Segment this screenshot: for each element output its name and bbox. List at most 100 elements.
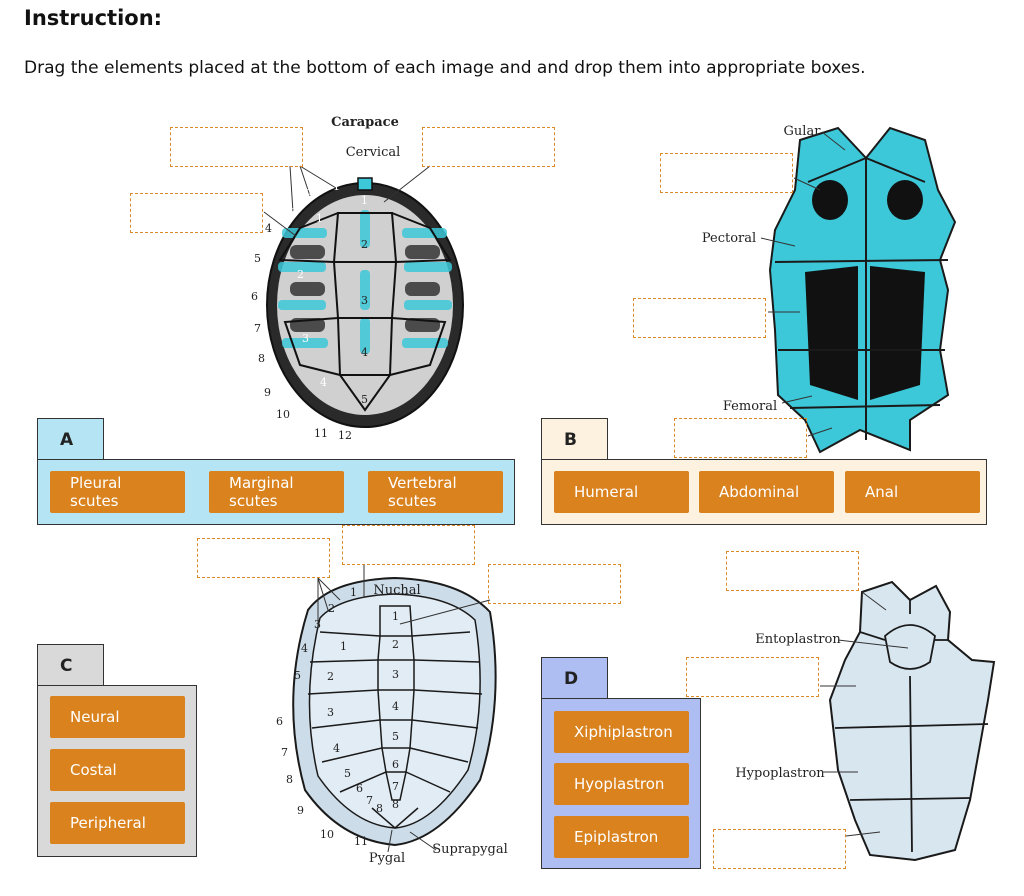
- peripheral-num: 3: [314, 618, 321, 631]
- chip-abdominal[interactable]: Abdominal: [699, 471, 834, 513]
- costal-num: 8: [376, 802, 383, 815]
- panel-d-tab: D: [541, 657, 608, 699]
- pleural-num: 1: [316, 212, 323, 225]
- chip-xiphiplastron[interactable]: Xiphiplastron: [554, 711, 689, 753]
- costal-num: 1: [340, 640, 347, 653]
- drop-box-b1[interactable]: [660, 153, 793, 193]
- peripheral-num: 2: [328, 602, 335, 615]
- chip-text: Pleural: [70, 474, 122, 492]
- marginal-num: 6: [251, 290, 258, 303]
- vertebral-num: 1: [361, 194, 368, 207]
- peripheral-num: 7: [281, 746, 288, 759]
- marginal-num: 1: [333, 180, 340, 193]
- drop-box-d3[interactable]: [713, 829, 846, 869]
- drop-box-b2[interactable]: [633, 298, 766, 338]
- panel-a-tab: A: [37, 418, 104, 460]
- peripheral-num: 1: [350, 586, 357, 599]
- chip-epiplastron[interactable]: Epiplastron: [554, 816, 689, 858]
- peripheral-num: 11: [354, 835, 368, 848]
- vertebral-num: 4: [361, 346, 368, 359]
- vertebral-num: 3: [361, 294, 368, 307]
- peripheral-num: 5: [294, 669, 301, 682]
- carapace-title: Carapace: [331, 115, 399, 130]
- marginal-num: 7: [254, 322, 261, 335]
- chip-humeral[interactable]: Humeral: [554, 471, 689, 513]
- costal-num: 7: [366, 794, 373, 807]
- drop-box-a2[interactable]: [130, 193, 263, 233]
- drop-box-c2[interactable]: [342, 525, 475, 565]
- neural-num: 1: [392, 610, 399, 623]
- peripheral-num: 10: [320, 828, 334, 841]
- panel-c: Neural Costal Peripheral: [37, 685, 197, 857]
- marginal-num: 4: [265, 222, 272, 235]
- neural-num: 3: [392, 668, 399, 681]
- panel-b: Humeral Abdominal Anal: [541, 459, 987, 525]
- diagram-c-carapace-bones: Nuchal Pygal Suprapygal 1 2 3 4 5 6 7 8 …: [276, 565, 508, 866]
- costal-num: 2: [327, 670, 334, 683]
- diagram-d-plastron-bones: Entoplastron Hypoplastron: [735, 580, 996, 862]
- chip-text: scutes: [70, 492, 119, 510]
- gular-label: Gular: [784, 124, 822, 139]
- chip-peripheral[interactable]: Peripheral: [50, 802, 185, 844]
- diagram-b-plastron: Gular Pectoral Femoral: [702, 124, 957, 454]
- chip-text: Marginal: [229, 474, 294, 492]
- peripheral-num: 8: [286, 773, 293, 786]
- drop-box-b3[interactable]: [674, 418, 807, 458]
- marginal-num: 8: [258, 352, 265, 365]
- cervical-label: Cervical: [346, 145, 401, 160]
- entoplastron-label: Entoplastron: [755, 632, 841, 647]
- pectoral-label: Pectoral: [702, 231, 756, 246]
- pygal-label: Pygal: [369, 851, 405, 866]
- hypoplastron-label: Hypoplastron: [735, 766, 825, 781]
- drop-box-c3[interactable]: [488, 564, 621, 604]
- panel-b-tab: B: [541, 418, 608, 460]
- pleural-num: 4: [320, 376, 327, 389]
- pleural-num: 3: [302, 332, 309, 345]
- drop-box-a3[interactable]: [422, 127, 555, 167]
- chip-anal[interactable]: Anal: [845, 471, 980, 513]
- peripheral-num: 9: [297, 804, 304, 817]
- panel-d: Xiphiplastron Hyoplastron Epiplastron: [541, 698, 701, 869]
- costal-num: 5: [344, 767, 351, 780]
- drop-box-c1[interactable]: [197, 538, 330, 578]
- costal-num: 3: [327, 706, 334, 719]
- neural-num: 2: [392, 638, 399, 651]
- peripheral-num: 6: [276, 715, 283, 728]
- diagram-a-carapace: Carapace Cervical 1 2 3 4 5 6 7 8 9 10 1…: [251, 115, 464, 442]
- chip-text: scutes: [388, 492, 437, 510]
- peripheral-num: 4: [301, 642, 308, 655]
- instruction-text: Drag the elements placed at the bottom o…: [24, 58, 866, 78]
- marginal-num: 2: [306, 187, 313, 200]
- marginal-num: 12: [338, 429, 352, 442]
- chip-costal[interactable]: Costal: [50, 749, 185, 791]
- suprapygal-label: Suprapygal: [432, 842, 507, 857]
- nuchal-label: Nuchal: [373, 583, 420, 598]
- marginal-num: 3: [289, 206, 296, 219]
- chip-text: Vertebral: [388, 474, 457, 492]
- drop-box-d1[interactable]: [726, 551, 859, 591]
- panel-c-tab: C: [37, 644, 104, 686]
- marginal-num: 9: [264, 386, 271, 399]
- neural-num: 8: [392, 798, 399, 811]
- drop-box-a1[interactable]: [170, 127, 303, 167]
- costal-num: 6: [356, 782, 363, 795]
- chip-neural[interactable]: Neural: [50, 696, 185, 738]
- marginal-num: 11: [314, 427, 328, 440]
- vertebral-num: 2: [361, 238, 368, 251]
- neural-num: 4: [392, 700, 399, 713]
- instruction-heading: Instruction:: [24, 6, 163, 30]
- pleural-num: 2: [297, 268, 304, 281]
- chip-text: scutes: [229, 492, 278, 510]
- neural-num: 6: [392, 758, 399, 771]
- neural-num: 5: [392, 730, 399, 743]
- marginal-num: 10: [276, 408, 290, 421]
- drop-box-d2[interactable]: [686, 657, 819, 697]
- neural-num: 7: [392, 780, 399, 793]
- femoral-label: Femoral: [723, 399, 777, 414]
- marginal-num: 5: [254, 252, 261, 265]
- chip-hyoplastron[interactable]: Hyoplastron: [554, 763, 689, 805]
